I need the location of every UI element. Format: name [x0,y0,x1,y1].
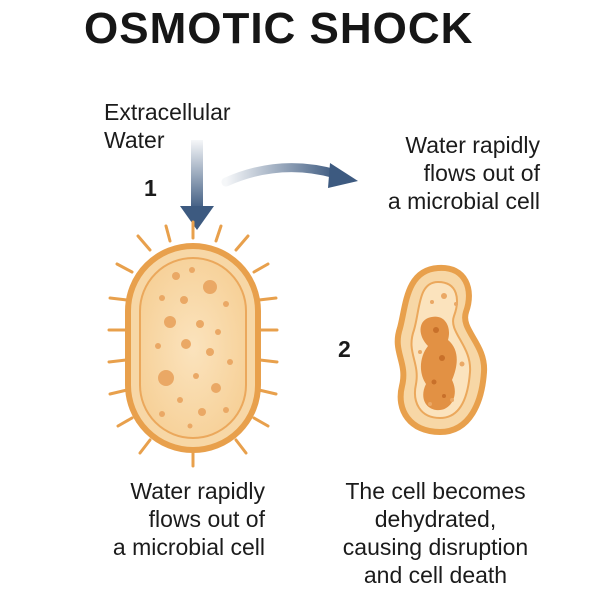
arrow-down-icon [180,140,214,230]
core-spots [431,327,446,398]
outflow-label-top: Water rapidly flows out of a microbial c… [387,132,540,214]
plasmolyzed-cell-icon [394,264,488,436]
curved-arrow-icon [221,163,358,188]
extracellular-water-label: Extracellular Water [104,99,231,153]
step-2-number: 2 [338,336,351,362]
cytoplasm-granules [155,267,233,429]
shrunken-granules [418,293,465,406]
step-1-number: 1 [144,175,157,201]
cell-death-label: The cell becomes dehydrated, causing dis… [342,478,529,588]
outflow-label-bottom: Water rapidly flows out of a microbial c… [112,478,265,560]
condensed-cytoplasm [420,316,457,411]
flagella [107,220,279,468]
rod-bacterium-icon [107,220,279,468]
diagram-title: OSMOTIC SHOCK [84,4,474,53]
